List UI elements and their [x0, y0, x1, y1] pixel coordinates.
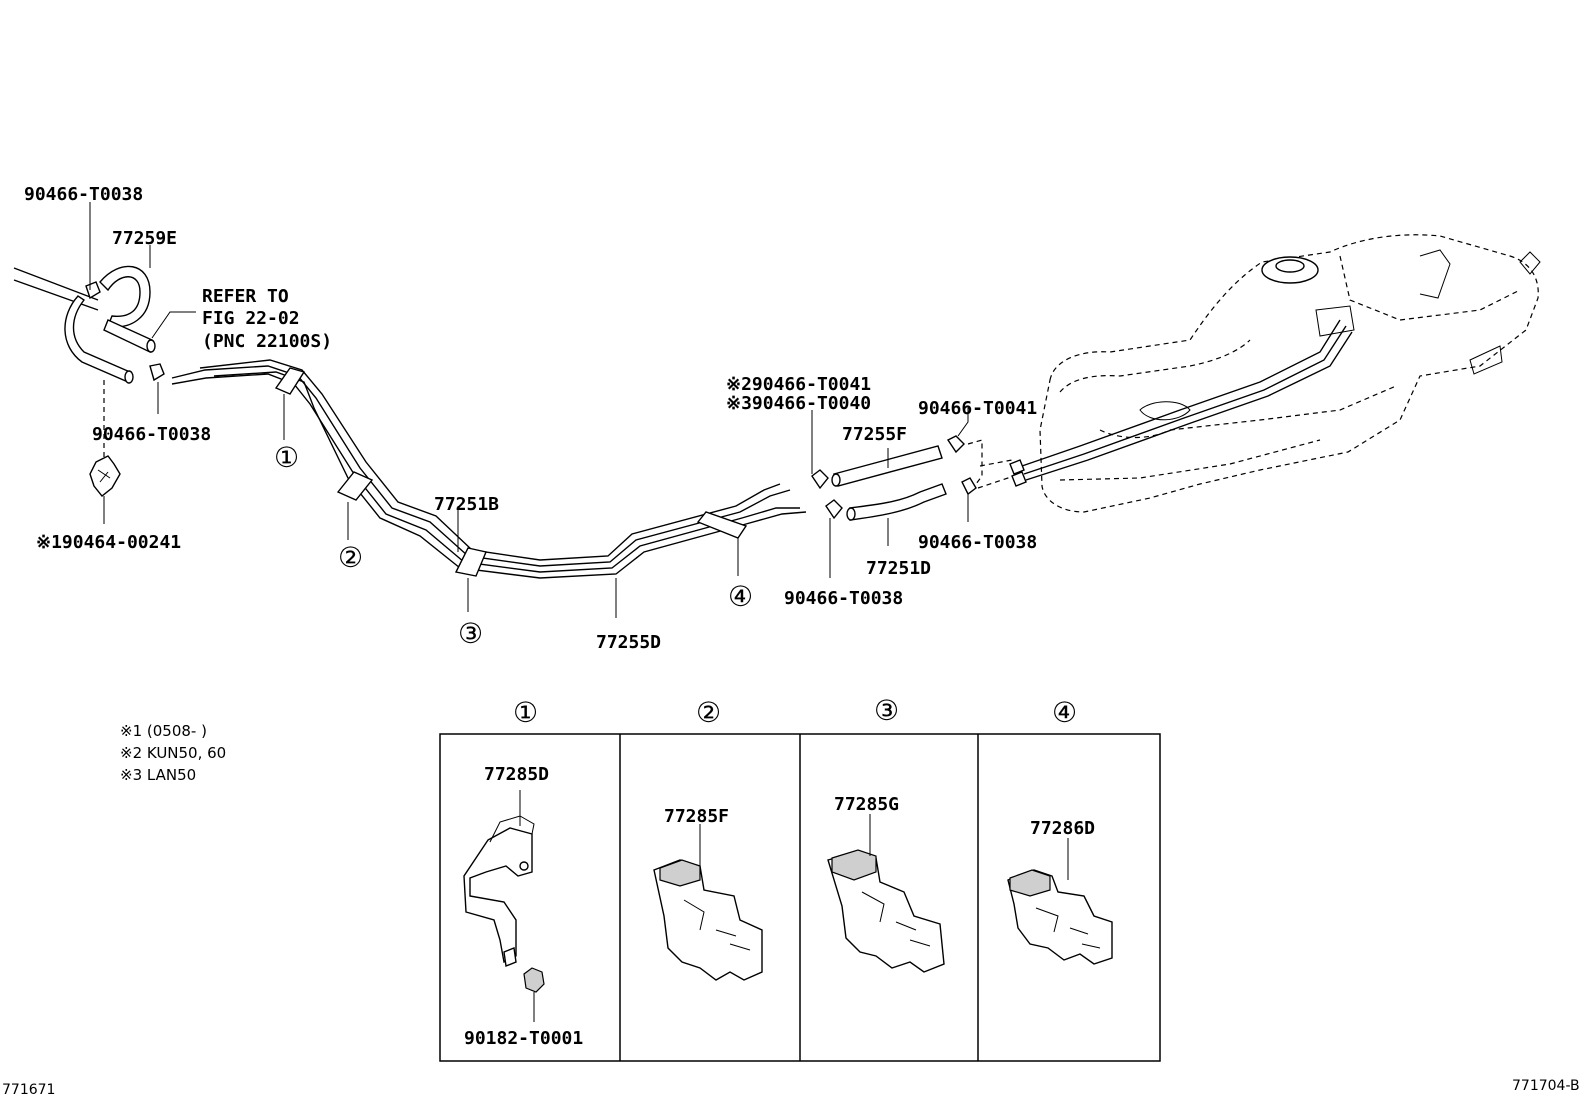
- label-clamp-kun50: ※290466-T0041: [726, 374, 871, 395]
- panel-3-part: 77285G: [834, 794, 899, 815]
- label-refer-line-1: REFER TO: [202, 286, 289, 307]
- fuel-tube-bundle: [171, 359, 807, 579]
- label-clamp-top-left: 90466-T0038: [24, 184, 143, 205]
- label-clamp-lan50: ※390466-T0040: [726, 393, 871, 414]
- panel-1-callout: ①: [513, 696, 538, 729]
- callout-3: ③: [458, 617, 483, 650]
- middle-hoses: [811, 435, 1015, 521]
- label-hose-77259e: 77259E: [112, 228, 177, 249]
- label-hose-77251d: 77251D: [866, 558, 931, 579]
- detail-panels: [439, 733, 1161, 1062]
- callout-1: ①: [274, 441, 299, 474]
- callout-2: ②: [338, 541, 363, 574]
- callout-4: ④: [728, 580, 753, 613]
- label-refer-line-2: FIG 22-02: [202, 308, 300, 329]
- panel-4-callout: ④: [1052, 696, 1077, 729]
- label-clamp-left: 90466-T0038: [92, 424, 211, 445]
- fuel-tank-drawing: [1009, 234, 1541, 513]
- label-clamp-center: 90466-T0038: [784, 588, 903, 609]
- label-tube-77255d: 77255D: [596, 632, 661, 653]
- label-hose-77255f: 77255F: [842, 424, 907, 445]
- panel-1-sub-part: 90182-T0001: [464, 1028, 583, 1049]
- panel-3-callout: ③: [874, 694, 899, 727]
- note-3: ※3 LAN50: [120, 766, 196, 784]
- footer-left-code: 771671: [2, 1082, 55, 1098]
- label-clamp-right-bottom: 90466-T0038: [918, 532, 1037, 553]
- panel-4-part: 77286D: [1030, 818, 1095, 839]
- label-clip-90464: ※190464-00241: [36, 532, 181, 553]
- panel-1-part: 77285D: [484, 764, 549, 785]
- label-tube-77251b: 77251B: [434, 494, 499, 515]
- footer-right-code: 771704-B: [1512, 1078, 1580, 1094]
- label-clamp-right-top: 90466-T0041: [918, 398, 1037, 419]
- panel-2-part: 77285F: [664, 806, 729, 827]
- label-refer-line-3: (PNC 22100S): [202, 331, 332, 352]
- filler-pipe-drawing: [13, 265, 165, 497]
- note-2: ※2 KUN50, 60: [120, 744, 226, 762]
- note-1: ※1 (0508- ): [120, 722, 207, 740]
- panel-2-callout: ②: [696, 696, 721, 729]
